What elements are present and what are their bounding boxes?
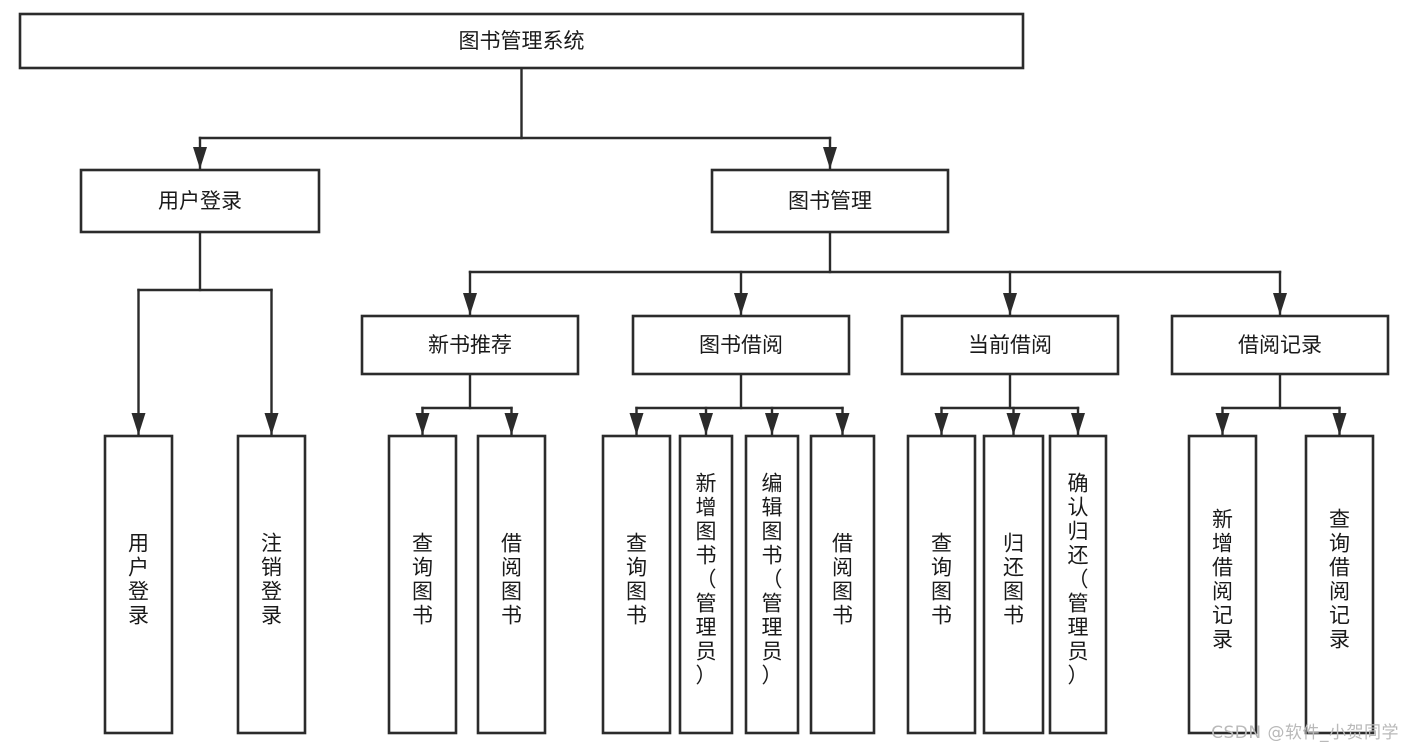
node-leaf-7-box <box>809 434 876 735</box>
arrow-head-icon <box>1332 413 1347 435</box>
node-level3-1[interactable]: 图书借阅 <box>631 314 851 376</box>
node-leaf-4-box <box>601 434 672 735</box>
node-level2-0[interactable]: 用户登录 <box>79 168 321 234</box>
node-leaf-2-label: 查询图书 <box>412 532 433 628</box>
watermark-label: CSDN @软件_小贺同学 <box>1211 723 1399 743</box>
node-leaf-9-box <box>982 434 1045 735</box>
node-leaf-3[interactable]: 借阅图书 <box>476 434 547 735</box>
node-level2-1[interactable]: 图书管理 <box>710 168 950 234</box>
arrow-head-icon <box>415 413 430 435</box>
node-leaf-1-label: 注销登录 <box>261 532 282 628</box>
node-root-图书管理系统-box <box>18 12 1025 70</box>
node-leaf-12-label: 查询借阅记录 <box>1329 508 1350 652</box>
node-leaf-7-label: 借阅图书 <box>832 532 853 628</box>
node-leaf-12[interactable]: 查询借阅记录 <box>1304 434 1375 735</box>
node-leaf-1[interactable]: 注销登录 <box>236 434 307 735</box>
node-leaf-5[interactable]: 新增图书（管理员） <box>678 434 734 735</box>
arrow-head-icon <box>1071 413 1085 435</box>
node-leaf-5-box <box>678 434 734 735</box>
node-level3-3-box <box>1170 314 1390 376</box>
node-leaf-7[interactable]: 借阅图书 <box>809 434 876 735</box>
arrow-head-icon <box>629 413 644 435</box>
node-leaf-4-label: 查询图书 <box>626 532 647 628</box>
node-leaf-10-box <box>1048 434 1108 735</box>
node-level3-2-box <box>900 314 1120 376</box>
arrow-head-icon <box>131 413 146 435</box>
connector-layer <box>131 66 1347 436</box>
node-leaf-1-box <box>236 434 307 735</box>
node-layer: 图书管理系统用户登录图书管理新书推荐图书借阅当前借阅借阅记录用户登录注销登录查询… <box>18 12 1390 735</box>
node-leaf-12-box <box>1304 434 1375 735</box>
node-leaf-8[interactable]: 查询图书 <box>906 434 977 735</box>
arrow-head-icon <box>835 413 850 435</box>
node-leaf-11-label: 新增借阅记录 <box>1212 508 1233 652</box>
node-leaf-2[interactable]: 查询图书 <box>387 434 458 735</box>
node-level3-1-box <box>631 314 851 376</box>
arrow-head-icon <box>1003 293 1017 315</box>
node-level3-1-label: 图书借阅 <box>699 333 783 357</box>
node-leaf-0-label: 用户登录 <box>128 532 149 628</box>
arrow-head-icon <box>934 413 949 435</box>
node-level3-0-box <box>360 314 580 376</box>
node-level2-0-box <box>79 168 321 234</box>
node-leaf-5-label: 新增图书（管理员） <box>696 472 717 688</box>
arrow-head-icon <box>264 413 279 435</box>
arrow-head-icon <box>504 413 519 435</box>
node-leaf-10[interactable]: 确认归还（管理员） <box>1048 434 1108 735</box>
node-leaf-11[interactable]: 新增借阅记录 <box>1187 434 1258 735</box>
arrow-head-icon <box>699 413 713 435</box>
arrow-head-icon <box>1006 413 1021 435</box>
node-level3-2[interactable]: 当前借阅 <box>900 314 1120 376</box>
node-leaf-3-label: 借阅图书 <box>501 532 522 628</box>
node-level2-1-label: 图书管理 <box>788 189 872 213</box>
node-root-图书管理系统[interactable]: 图书管理系统 <box>18 12 1025 70</box>
node-level2-1-box <box>710 168 950 234</box>
node-level3-2-label: 当前借阅 <box>968 333 1052 357</box>
node-leaf-6[interactable]: 编辑图书（管理员） <box>744 434 800 735</box>
node-level3-3[interactable]: 借阅记录 <box>1170 314 1390 376</box>
node-root-图书管理系统-label: 图书管理系统 <box>459 29 585 53</box>
arrow-head-icon <box>1215 413 1230 435</box>
arrow-head-icon <box>734 293 748 315</box>
node-leaf-3-box <box>476 434 547 735</box>
node-leaf-9[interactable]: 归还图书 <box>982 434 1045 735</box>
node-leaf-0-box <box>103 434 174 735</box>
node-leaf-8-box <box>906 434 977 735</box>
node-leaf-8-label: 查询图书 <box>931 532 952 628</box>
arrow-head-icon <box>823 147 837 169</box>
node-leaf-6-box <box>744 434 800 735</box>
arrow-head-icon <box>1273 293 1287 315</box>
node-leaf-10-label: 确认归还（管理员） <box>1068 472 1089 688</box>
node-level3-0-label: 新书推荐 <box>428 333 512 357</box>
node-leaf-9-label: 归还图书 <box>1003 532 1024 628</box>
node-level3-0[interactable]: 新书推荐 <box>360 314 580 376</box>
node-leaf-4[interactable]: 查询图书 <box>601 434 672 735</box>
arrow-head-icon <box>463 293 477 315</box>
arrow-head-icon <box>193 147 207 169</box>
node-level2-0-label: 用户登录 <box>158 189 242 213</box>
arrow-head-icon <box>765 413 779 435</box>
node-leaf-0[interactable]: 用户登录 <box>103 434 174 735</box>
node-leaf-6-label: 编辑图书（管理员） <box>762 472 783 688</box>
node-leaf-11-box <box>1187 434 1258 735</box>
node-level3-3-label: 借阅记录 <box>1238 333 1322 357</box>
node-leaf-2-box <box>387 434 458 735</box>
